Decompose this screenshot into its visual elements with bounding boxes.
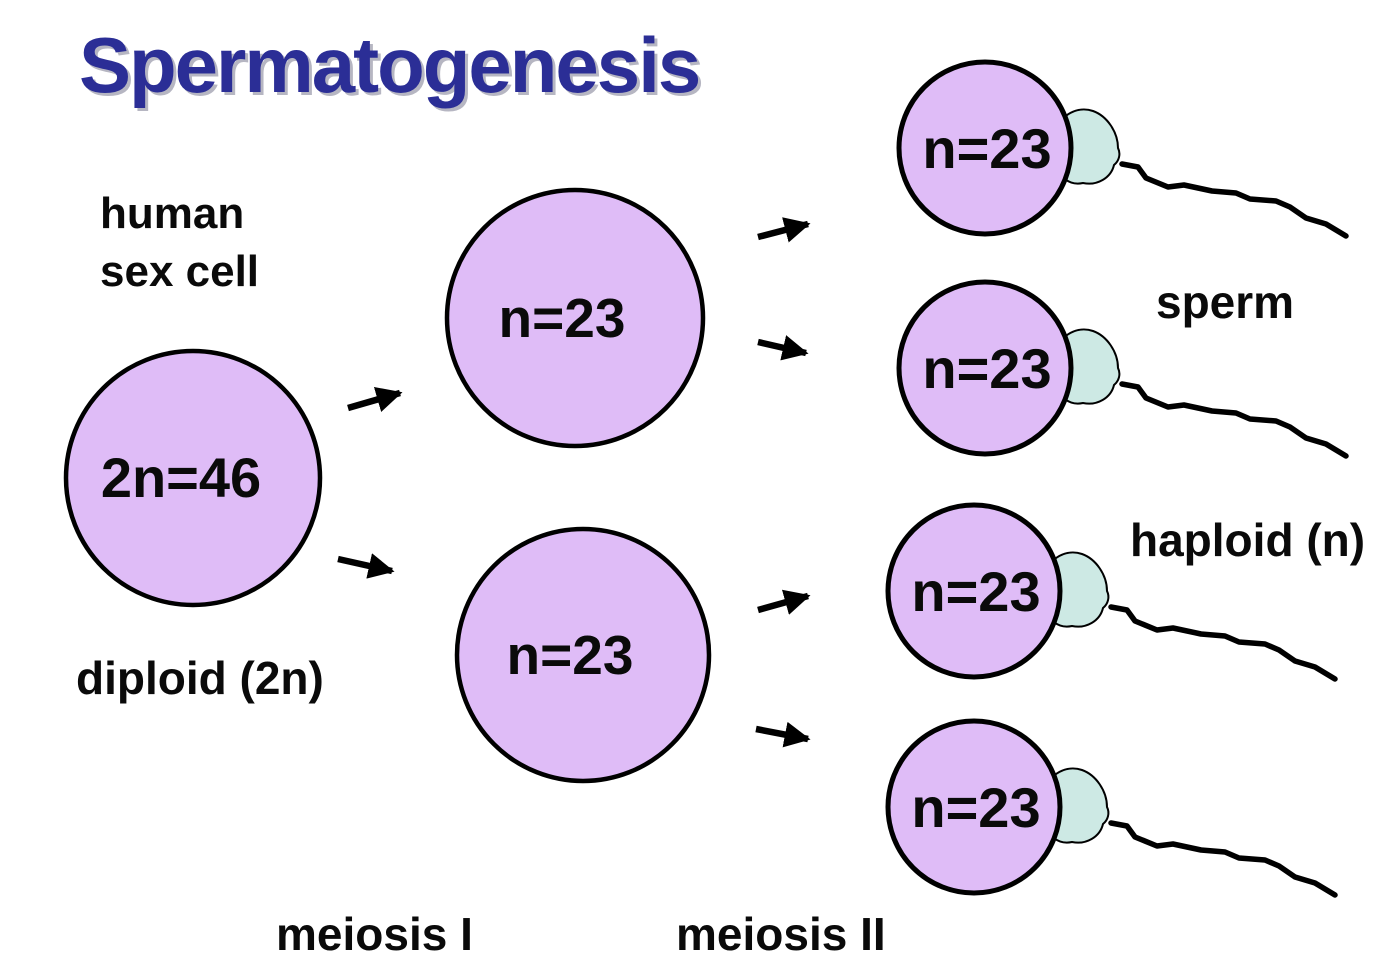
secondary-cell-top-label: n=23 [499, 287, 626, 349]
sperm-1-tail [1122, 164, 1346, 236]
secondary-cell-bottom: n=23 [454, 526, 712, 784]
human-sex-cell-label-line1: human [100, 189, 244, 238]
sperm-2-label: n=23 [922, 337, 1051, 400]
sperm-4-label: n=23 [911, 776, 1040, 839]
secondary-cell-bottom-circle [454, 526, 712, 784]
sperm-2-tail [1122, 384, 1346, 456]
diploid-label: diploid (2n) [76, 652, 324, 704]
sperm-label: sperm [1156, 276, 1294, 328]
arrow-meiosis2-3 [757, 589, 811, 615]
sperm-4-head [885, 718, 1063, 896]
sperm-cell-4: n=23 [885, 718, 1335, 896]
secondary-cell-top: n=23 [444, 187, 706, 449]
meiosis-2-label: meiosis II [676, 908, 886, 960]
arrow-meiosis2-2 [757, 335, 809, 361]
parent-cell-circle [63, 348, 323, 608]
page-title: Spermatogenesis [79, 21, 699, 109]
sperm-1-label: n=23 [922, 117, 1051, 180]
arrow-meiosis1-top [347, 386, 403, 412]
haploid-label: haploid (n) [1130, 514, 1365, 566]
page-title-shadow: Spermatogenesis [82, 24, 702, 112]
arrow-meiosis2-1 [757, 217, 811, 243]
secondary-cell-bottom-label: n=23 [507, 624, 634, 686]
sperm-4-tail [1111, 823, 1335, 895]
secondary-cell-top-circle [444, 187, 706, 449]
sperm-3-label: n=23 [911, 560, 1040, 623]
sperm-3-tail [1111, 607, 1335, 679]
sperm-1-head [896, 59, 1074, 237]
human-sex-cell-label-line2: sex cell [100, 247, 259, 296]
parent-cell: 2n=46 [63, 348, 323, 608]
sperm-cell-1: n=23 [896, 59, 1346, 237]
arrow-meiosis2-4 [755, 721, 811, 748]
meiosis-1-label: meiosis I [276, 908, 473, 960]
sperm-2-head [896, 279, 1074, 457]
parent-cell-label: 2n=46 [101, 446, 261, 509]
sperm-cell-2: n=23 [896, 279, 1346, 457]
arrow-meiosis1-bottom [337, 553, 395, 579]
sperm-cell-3: n=23 [885, 502, 1335, 680]
sperm-3-head [885, 502, 1063, 680]
